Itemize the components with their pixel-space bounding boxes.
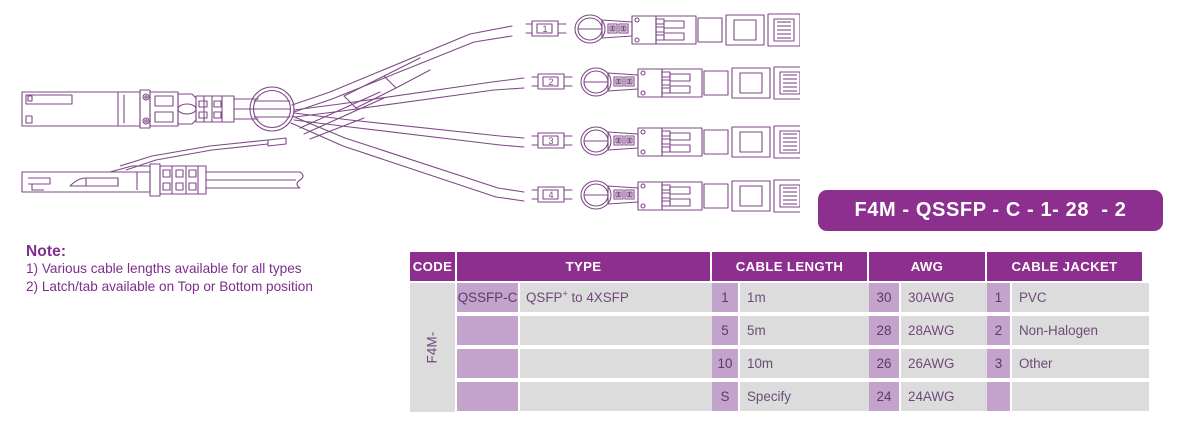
type-value-0: QSFP+ to 4XSFP [526, 288, 629, 305]
table-row [1012, 382, 1149, 411]
table-row: 28 [869, 316, 899, 345]
part-number-badge: F4M - QSSFP - C - 1- 28 - 2 [818, 190, 1163, 231]
code-label: F4M- [424, 331, 440, 364]
table-row: 28AWG [901, 316, 992, 345]
table-row: QSFP+ to 4XSFP [520, 283, 716, 312]
table-header-code: CODE [410, 252, 455, 281]
sfp-connector-4 [580, 179, 800, 213]
table-header-cable-length: CABLE LENGTH [712, 252, 867, 281]
sfp-connector-1 [574, 13, 800, 47]
table-row: 26 [869, 349, 899, 378]
table-header-cable-jacket: CABLE JACKET [987, 252, 1142, 281]
table-row: 24 [869, 382, 899, 411]
svg-text:2: 2 [548, 77, 553, 87]
table-row [457, 349, 518, 378]
table-header-awg: AWG [869, 252, 985, 281]
table-row [457, 382, 518, 411]
branch-label-tag-3 [531, 132, 573, 149]
branch-label-tag-4 [531, 186, 573, 203]
table-row: 10m [740, 349, 874, 378]
sfp-connector-3 [580, 125, 800, 159]
table-row: Non-Halogen [1012, 316, 1149, 345]
svg-text:3: 3 [548, 136, 553, 146]
table-cell-code-f4m: F4M- [410, 283, 455, 412]
table-row: 1m [740, 283, 874, 312]
table-row: 2 [987, 316, 1010, 345]
table-row: 26AWG [901, 349, 992, 378]
table-row: 1 [987, 283, 1010, 312]
table-header-type: TYPE [457, 252, 710, 281]
table-row: 30AWG [901, 283, 992, 312]
svg-text:1: 1 [542, 24, 547, 34]
furcation-ring [249, 86, 295, 132]
note-line-2: 2) Latch/tab available on Top or Bottom … [26, 278, 313, 294]
note-line-1: 1) Various cable lengths available for a… [26, 261, 302, 276]
qsfp-breakout-cable-line-drawing: 1 2 3 4 [21, 13, 800, 213]
branch-label-tag-1 [525, 20, 567, 37]
callout-leader [299, 57, 431, 140]
note-title: Note: [26, 243, 67, 260]
ordering-information-table: CODE TYPE CABLE LENGTH AWG CABLE JACKET … [410, 252, 1149, 412]
sfp-connector-2 [580, 66, 800, 100]
branch-label-tag-2 [531, 73, 573, 90]
table-row: 3 [987, 349, 1010, 378]
table-row: QSSFP-C [457, 283, 518, 312]
table-row: Other [1012, 349, 1149, 378]
table-row: 24AWG [901, 382, 992, 411]
table-row [457, 316, 518, 345]
table-row [520, 349, 716, 378]
qsfp-module-side-view [21, 137, 304, 197]
table-row: PVC [1012, 283, 1149, 312]
note-block: Note: 1) Various cable lengths available… [26, 243, 406, 295]
svg-text:4: 4 [548, 190, 553, 200]
table-row [520, 382, 716, 411]
table-row [987, 382, 1010, 411]
qsfp-module-top-view [21, 89, 235, 129]
branch-numbers: 1 2 3 4 [542, 24, 553, 200]
part-number-text: F4M - QSSFP - C - 1- 28 - 2 [854, 199, 1127, 221]
breakout-branches [290, 25, 525, 202]
table-row: 30 [869, 283, 899, 312]
table-row: 1 [712, 283, 738, 312]
table-row: S [712, 382, 738, 411]
table-row: 5m [740, 316, 874, 345]
table-row: 5 [712, 316, 738, 345]
table-row [520, 316, 716, 345]
table-row: 10 [712, 349, 738, 378]
table-row: Specify [740, 382, 874, 411]
